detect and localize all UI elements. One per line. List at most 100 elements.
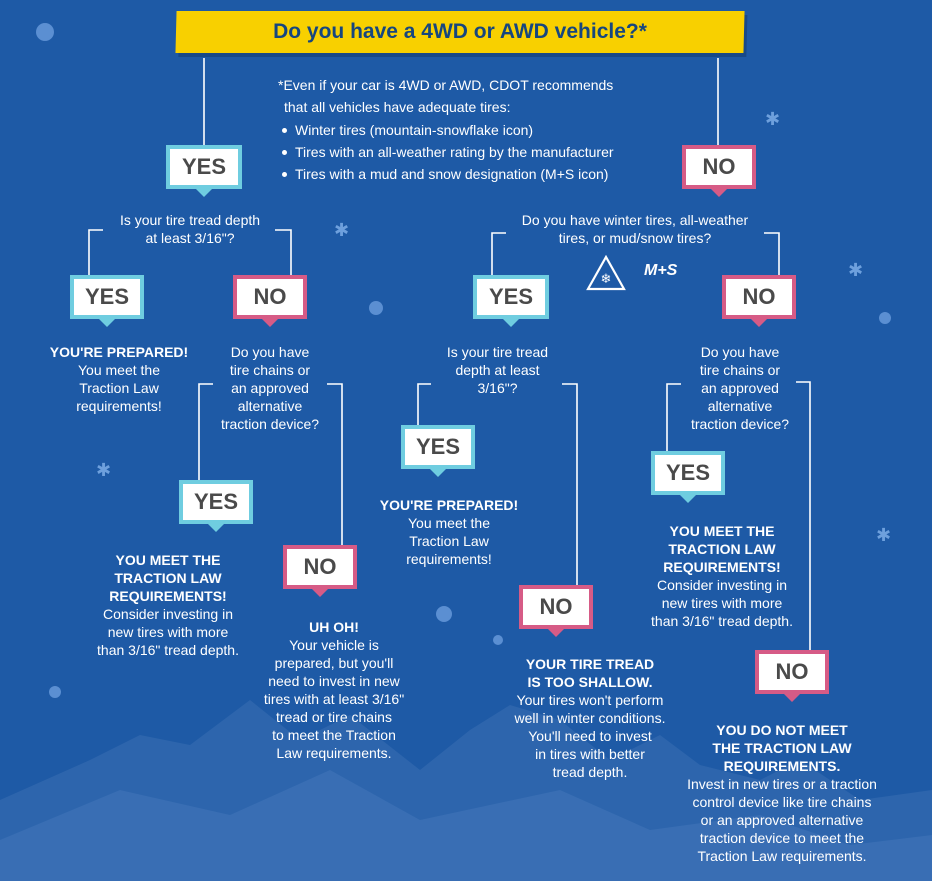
result-line: need to invest in new [268,673,400,689]
question-chains: Do you have tire chains or an approved a… [205,343,335,433]
question-chains-2: Do you have tire chains or an approved a… [675,343,805,433]
result-line: Your tires won't perform [516,692,664,708]
yes-badge: YES [179,480,253,532]
svg-text:✱: ✱ [848,260,863,281]
yes-badge: YES [651,451,725,503]
page-title: Do you have a 4WD or AWD vehicle?* [273,20,647,43]
result-line: traction device to meet the [699,830,865,846]
result-heading: IS TOO SHALLOW. [527,674,653,690]
svg-text:✱: ✱ [334,220,349,241]
question-tread-depth: Is your tire tread depth at least 3/16"? [90,211,290,247]
question-line: tires, or mud/snow tires? [558,230,712,246]
svg-text:✱: ✱ [876,525,891,546]
result-line: requirements! [406,551,492,567]
result-heading: UH OH! [309,619,359,635]
ms-icon: M+S [644,262,678,279]
result-line: You meet the [408,515,490,531]
question-line: tire chains or [699,362,781,378]
yes-badge: YES [166,145,242,197]
footnote-line: that all vehicles have adequate tires: [284,99,511,115]
footnote: *Even if your car is 4WD or AWD, CDOT re… [278,74,614,185]
result-line: new tires with more [107,624,229,640]
result-too-shallow: YOUR TIRE TREAD IS TOO SHALLOW. Your tir… [495,655,685,781]
result-uh-oh: UH OH! Your vehicle is prepared, but you… [258,618,410,762]
no-badge: NO [755,650,829,702]
result-heading: TRACTION LAW [114,570,222,586]
result-line: Your vehicle is [289,637,379,653]
bullet-item: Tires with an all-weather rating by the … [278,141,614,163]
result-line: Traction Law [79,380,159,396]
no-badge: NO [682,145,756,197]
question-line: traction device? [690,416,790,432]
question-line: Do you have [700,344,780,360]
result-heading: THE TRACTION LAW [712,740,852,756]
question-winter-tires: Do you have winter tires, all-weather ti… [490,211,780,247]
result-prepared: YOU'RE PREPARED! You meet the Traction L… [40,343,198,415]
question-line: an approved [231,380,309,396]
result-meet-law-2: YOU MEET THE TRACTION LAW REQUIREMENTS! … [638,522,806,630]
svg-text:✱: ✱ [96,460,111,481]
result-line: or an approved alternative [700,812,864,828]
result-heading: REQUIREMENTS! [109,588,227,604]
result-line: prepared, but you'll [274,655,394,671]
question-line: an approved [701,380,779,396]
result-heading: TRACTION LAW [668,541,776,557]
no-badge: NO [519,585,593,637]
result-heading: YOU MEET THE [115,552,221,568]
result-heading: YOU'RE PREPARED! [379,497,519,513]
result-line: Traction Law [409,533,489,549]
footnote-line: *Even if your car is 4WD or AWD, CDOT re… [278,77,614,93]
star-icon: ✱✱✱✱✱ [96,109,891,546]
result-heading: REQUIREMENTS! [663,559,781,575]
snowflake-icon [36,23,891,698]
no-badge: NO [233,275,307,327]
no-badge: NO [283,545,357,597]
yes-badge: YES [473,275,549,327]
result-heading: YOU'RE PREPARED! [49,344,189,360]
result-line: tread or tire chains [276,709,392,725]
question-line: alternative [237,398,303,414]
result-heading: YOU MEET THE [669,523,775,539]
question-line: Is your tire tread depth [119,212,261,228]
result-line: tread depth. [552,764,628,780]
result-line: Law requirements. [276,745,392,761]
result-line: Consider investing in [103,606,233,622]
no-badge: NO [722,275,796,327]
bullet-item: Winter tires (mountain-snowflake icon) [278,119,614,141]
result-line: Invest in new tires or a traction [687,776,877,792]
question-line: depth at least [455,362,540,378]
result-not-meet: YOU DO NOT MEET THE TRACTION LAW REQUIRE… [672,721,892,865]
result-heading: REQUIREMENTS. [723,758,841,774]
question-tread-depth-2: Is your tire tread depth at least 3/16"? [425,343,570,397]
result-prepared-2: YOU'RE PREPARED! You meet the Traction L… [370,496,528,568]
result-line: to meet the Traction [272,727,396,743]
question-line: alternative [707,398,773,414]
question-line: Do you have winter tires, all-weather [521,212,749,228]
result-heading: YOU DO NOT MEET [716,722,848,738]
result-line: than 3/16" tread depth. [97,642,239,658]
result-meet-law: YOU MEET THE TRACTION LAW REQUIREMENTS! … [84,551,252,659]
result-line: control device like tire chains [692,794,872,810]
result-line: well in winter conditions. [514,710,666,726]
bullet-item: Tires with a mud and snow designation (M… [278,163,614,185]
result-line: tires with at least 3/16" [263,691,405,707]
result-line: You'll need to invest [528,728,652,744]
question-line: 3/16"? [477,380,518,396]
result-line: Traction Law requirements. [697,848,867,864]
question-line: traction device? [220,416,320,432]
result-line: in tires with better [535,746,645,762]
mountain-range [0,700,932,881]
result-line: Consider investing in [657,577,787,593]
result-line: new tires with more [661,595,783,611]
question-line: tire chains or [229,362,311,378]
yes-badge: YES [70,275,144,327]
question-line: Do you have [230,344,310,360]
result-line: than 3/16" tread depth. [651,613,793,629]
mountain-range-back [0,770,932,881]
question-line: Is your tire tread [446,344,549,360]
result-line: You meet the [78,362,160,378]
yes-badge: YES [401,425,475,477]
